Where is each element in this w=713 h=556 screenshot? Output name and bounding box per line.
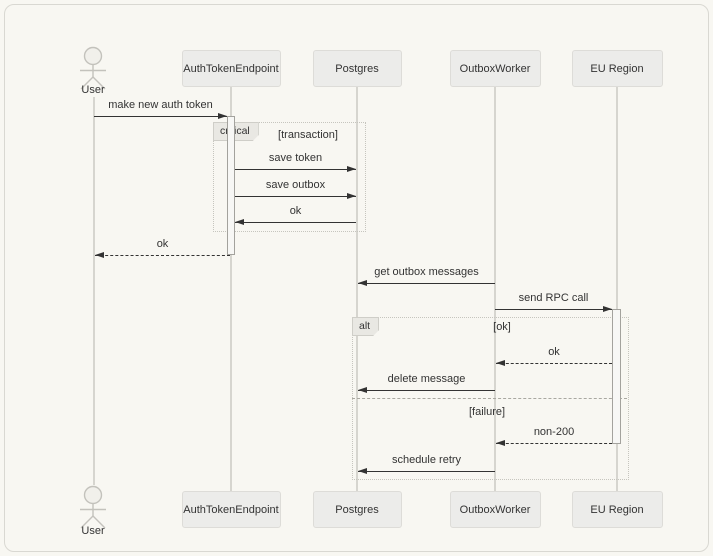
message-label-save-outbox: save outbox xyxy=(265,179,326,191)
message-line-save-token xyxy=(235,169,356,170)
activation-eu-region xyxy=(612,309,621,444)
actor-user-bottom xyxy=(71,484,115,535)
message-line-send-rpc-call xyxy=(495,309,612,310)
arrowhead-right-icon xyxy=(347,193,356,199)
participant-box-auth-token-endpoint-top: AuthTokenEndpoint xyxy=(181,50,281,87)
message-line-save-outbox xyxy=(235,196,356,197)
message-label-get-outbox-messages: get outbox messages xyxy=(374,266,479,278)
message-label-save-token: save token xyxy=(268,152,323,164)
participant-box-outbox-worker-top: OutboxWorker xyxy=(449,50,541,87)
arrowhead-right-icon xyxy=(218,113,227,119)
message-label-send-rpc-call: send RPC call xyxy=(518,292,589,304)
guard-alt: [ok] xyxy=(493,321,511,333)
message-line-ok-user xyxy=(95,255,230,256)
message-label-ok-user: ok xyxy=(156,238,169,250)
arrowhead-right-icon xyxy=(603,306,612,312)
lifeline-user xyxy=(93,97,95,485)
actor-user-top xyxy=(71,45,115,96)
actor-label-user-top: User xyxy=(81,84,105,96)
message-label-non-200: non-200 xyxy=(533,426,575,438)
arrowhead-left-icon xyxy=(358,468,367,474)
message-line-make-new-auth-token xyxy=(94,116,227,117)
arrowhead-left-icon xyxy=(358,387,367,393)
participant-box-postgres-bottom: Postgres xyxy=(312,491,402,528)
message-label-ok-transaction: ok xyxy=(289,205,302,217)
lifeline-auth-token-endpoint xyxy=(230,87,232,491)
message-label-schedule-retry: schedule retry xyxy=(391,454,462,466)
frame-divider-alt xyxy=(352,398,627,399)
arrowhead-left-icon xyxy=(95,252,104,258)
lifeline-outbox-worker xyxy=(494,87,496,491)
participant-box-postgres-top: Postgres xyxy=(312,50,402,87)
stick-figure-icon xyxy=(80,485,106,529)
arrowhead-left-icon xyxy=(496,360,505,366)
guard-alt-else: [failure] xyxy=(468,406,506,418)
message-line-ok-rpc xyxy=(496,363,612,364)
participant-box-auth-token-endpoint-bottom: AuthTokenEndpoint xyxy=(181,491,281,528)
message-line-delete-message xyxy=(358,390,495,391)
stick-figure-icon xyxy=(80,46,106,90)
arrowhead-left-icon xyxy=(235,219,244,225)
message-label-delete-message: delete message xyxy=(387,373,466,385)
arrowhead-left-icon xyxy=(496,440,505,446)
activation-auth-token-endpoint xyxy=(227,116,235,255)
message-line-get-outbox-messages xyxy=(358,283,495,284)
participant-box-outbox-worker-bottom: OutboxWorker xyxy=(449,491,541,528)
guard-critical: [transaction] xyxy=(278,129,338,141)
message-label-make-new-auth-token: make new auth token xyxy=(108,99,213,111)
arrowhead-right-icon xyxy=(347,166,356,172)
message-line-schedule-retry xyxy=(358,471,495,472)
participant-box-eu-region-top: EU Region xyxy=(571,50,663,87)
message-line-non-200 xyxy=(496,443,612,444)
message-line-ok-transaction xyxy=(235,222,356,223)
message-label-ok-rpc: ok xyxy=(548,346,560,358)
actor-label-user-bottom: User xyxy=(81,525,105,537)
lifeline-postgres xyxy=(356,87,358,491)
frame-label-critical: critical xyxy=(213,122,259,141)
lifeline-eu-region xyxy=(616,87,618,491)
arrowhead-left-icon xyxy=(358,280,367,286)
participant-box-eu-region-bottom: EU Region xyxy=(571,491,663,528)
frame-label-alt: alt xyxy=(352,317,379,336)
frame-critical xyxy=(213,122,366,232)
